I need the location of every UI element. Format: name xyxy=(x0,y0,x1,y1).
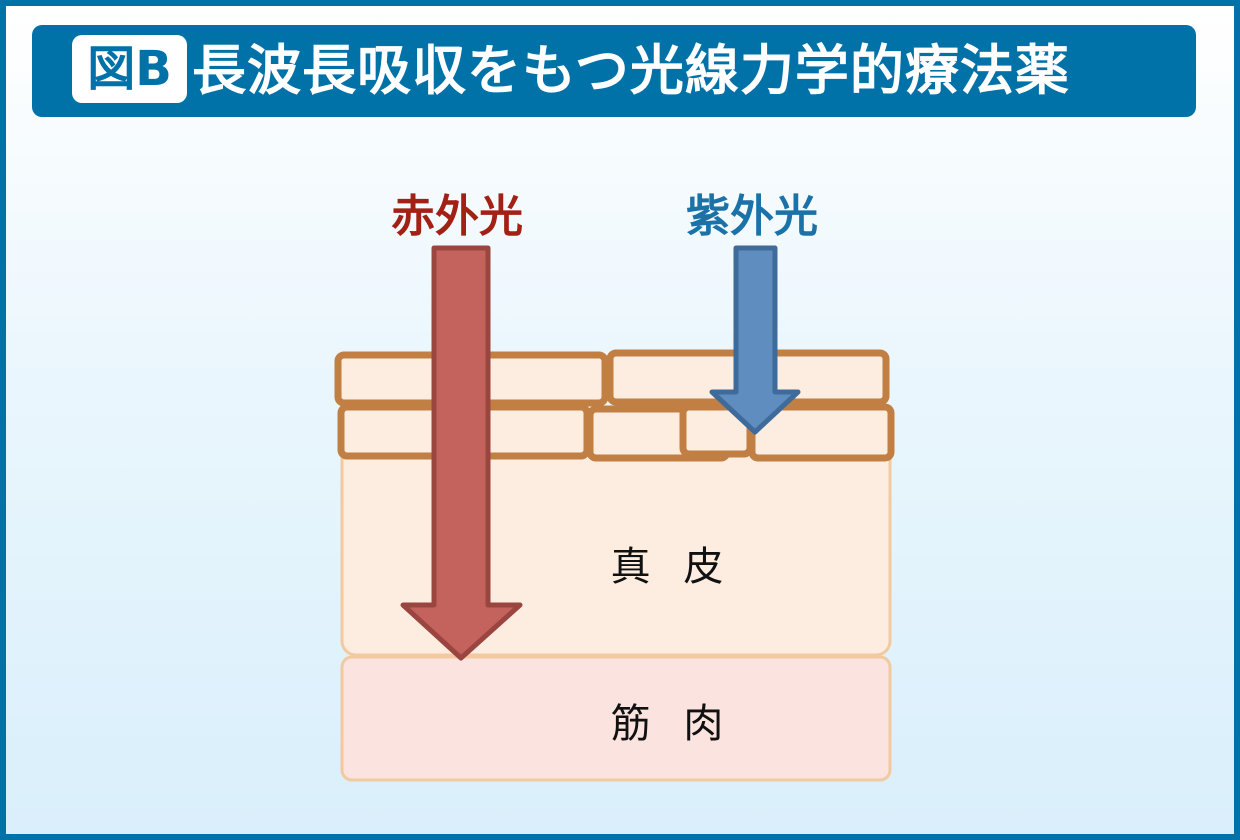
ultraviolet-arrow xyxy=(709,245,801,435)
muscle-layer xyxy=(340,655,892,782)
infrared-arrow xyxy=(400,245,523,661)
infrared-label: 赤外光 xyxy=(391,191,523,242)
ultraviolet-label: 紫外光 xyxy=(686,191,818,242)
title-bar xyxy=(32,25,1196,117)
muscle-label: 筋 肉 xyxy=(610,701,734,747)
dermis-label: 真 皮 xyxy=(610,544,734,590)
page-title: 長波長吸収をもつ光線力学的療法薬 xyxy=(192,39,1070,102)
figure-badge: 図B xyxy=(72,35,187,103)
